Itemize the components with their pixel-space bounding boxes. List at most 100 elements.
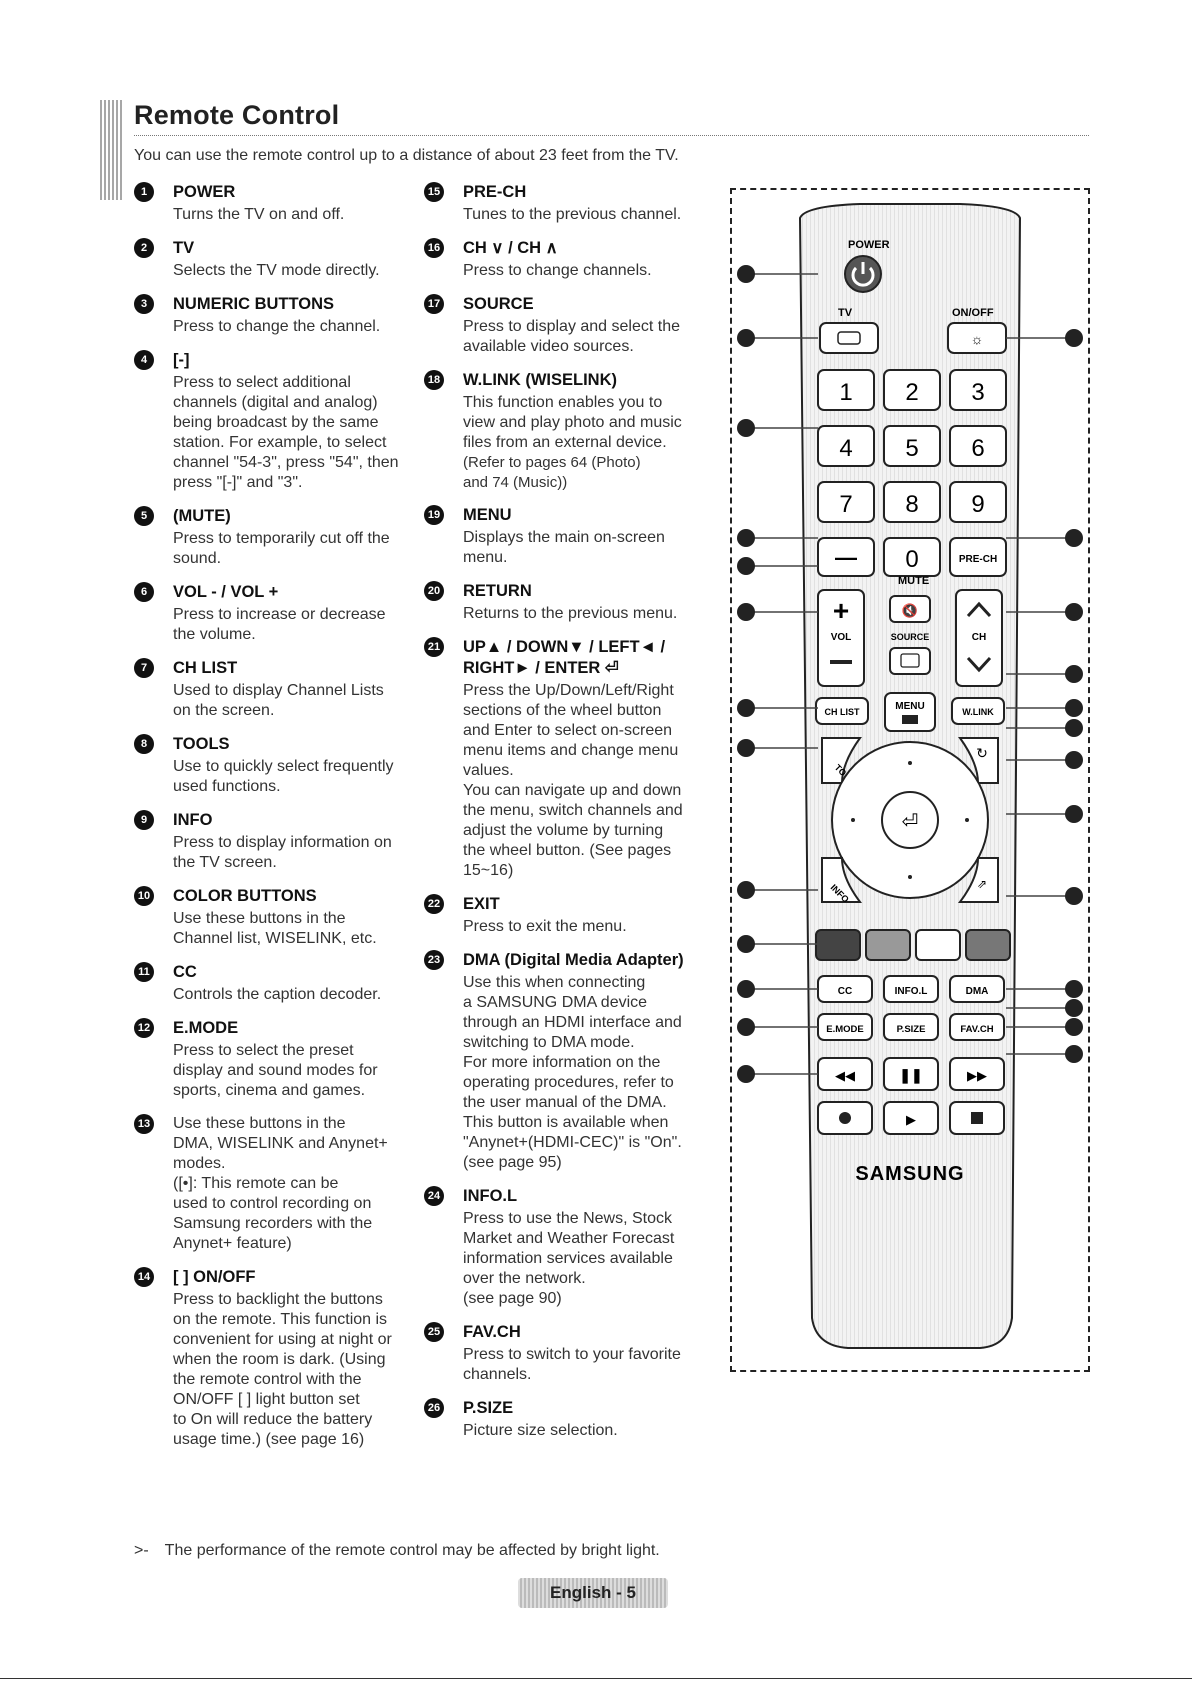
item-number-badge: 14 bbox=[134, 1267, 154, 1287]
item-heading: MENU bbox=[463, 506, 512, 524]
callout-marker-25 bbox=[1065, 1018, 1083, 1036]
digit-button-8[interactable] bbox=[883, 481, 941, 523]
item-13: 13 Use these buttons in the DMA, WISELINK… bbox=[134, 1114, 404, 1254]
ch-up-icon bbox=[966, 601, 992, 618]
item-24: 24 INFO.L Press to use the News, Stock Mar… bbox=[424, 1186, 714, 1309]
item-heading: UP▲ / DOWN▼ / LEFT◄ / RIGHT► / ENTER ⏎ bbox=[463, 638, 666, 677]
item-heading: FAV.CH bbox=[463, 1323, 521, 1341]
emode-label: E.MODE bbox=[826, 1024, 863, 1035]
item-heading: [-] bbox=[173, 351, 190, 369]
item-number-badge: 22 bbox=[424, 894, 444, 914]
digit-button-4[interactable] bbox=[817, 425, 875, 467]
item-heading: (MUTE) bbox=[173, 507, 231, 525]
callout-marker-8 bbox=[737, 739, 755, 757]
item-heading: EXIT bbox=[463, 895, 500, 913]
item-number-badge: 15 bbox=[424, 182, 444, 202]
digit-label: 5 bbox=[905, 435, 918, 462]
item-number-badge: 8 bbox=[134, 734, 154, 754]
chlist-label: CH LIST bbox=[825, 707, 861, 717]
item-reference: (Refer to pages 64 (Photo) and 74 (Music… bbox=[463, 454, 641, 491]
record-icon bbox=[839, 1112, 851, 1124]
item-heading: TOOLS bbox=[173, 735, 230, 753]
item-heading: W.LINK (WISELINK) bbox=[463, 371, 617, 389]
digit-label: 9 bbox=[971, 491, 984, 518]
callout-marker-21 bbox=[1065, 805, 1083, 823]
item-number-badge: 25 bbox=[424, 1322, 444, 1342]
infol-button bbox=[883, 975, 939, 1003]
callout-marker-22 bbox=[1065, 887, 1083, 905]
callout-marker-3 bbox=[737, 419, 755, 437]
remote-illustration-frame bbox=[730, 188, 1090, 1372]
vol-plus-icon: + bbox=[833, 595, 849, 626]
dma-label: DMA bbox=[966, 986, 989, 997]
dash-button bbox=[817, 537, 875, 577]
digit-button-1[interactable] bbox=[817, 369, 875, 411]
callout-marker-11 bbox=[737, 980, 755, 998]
item-number-badge: 21 bbox=[424, 637, 444, 657]
item-description: Press to backlight the buttons on the re… bbox=[173, 1291, 392, 1448]
item-description: Displays the main on-screen menu. bbox=[463, 529, 665, 566]
item-description: Press to increase or decrease the volume… bbox=[173, 606, 386, 643]
item-number-badge: 24 bbox=[424, 1186, 444, 1206]
item-description: Press to display information on the TV s… bbox=[173, 834, 392, 871]
title-rule bbox=[134, 135, 1089, 136]
mute-label: MUTE bbox=[898, 575, 929, 587]
vol-minus-icon bbox=[830, 660, 852, 664]
item-heading: E.MODE bbox=[173, 1019, 239, 1037]
cc-label: CC bbox=[838, 986, 852, 997]
item-number-badge: 20 bbox=[424, 581, 444, 601]
callout-marker-17 bbox=[1065, 665, 1083, 683]
color-button-red bbox=[815, 929, 861, 961]
item-heading: VOL - / VOL + bbox=[173, 583, 279, 601]
favch-button bbox=[949, 1013, 1005, 1041]
item-description: Press to use the News, Stock Market and … bbox=[463, 1210, 675, 1307]
brand-logo: SAMSUNG bbox=[855, 1163, 964, 1185]
item-number-badge: 9 bbox=[134, 810, 154, 830]
menu-button bbox=[884, 692, 936, 732]
item-number-badge: 13 bbox=[134, 1114, 154, 1134]
digit-button-3[interactable] bbox=[949, 369, 1007, 411]
color-button-yellow bbox=[915, 929, 961, 961]
return-icon: ↻ bbox=[976, 745, 988, 761]
wlink-button bbox=[951, 697, 1005, 725]
item-description: Use these buttons in the DMA, WISELINK a… bbox=[173, 1115, 388, 1252]
digit-button-5[interactable] bbox=[883, 425, 941, 467]
dma-button bbox=[949, 975, 1005, 1003]
item-description: This function enables you to view and pl… bbox=[463, 394, 682, 451]
source-label: SOURCE bbox=[891, 632, 930, 642]
item-description: Use to quickly select frequently used fu… bbox=[173, 758, 394, 795]
exit-button bbox=[958, 857, 999, 903]
power-symbol bbox=[851, 266, 875, 287]
item-heading: PRE-CH bbox=[463, 183, 527, 201]
item-heading: [ ] ON/OFF bbox=[173, 1268, 256, 1286]
digit-button-6[interactable] bbox=[949, 425, 1007, 467]
power-label: POWER bbox=[848, 239, 890, 251]
item-heading: RETURN bbox=[463, 582, 532, 600]
color-button-blue bbox=[965, 929, 1011, 961]
psize-button bbox=[883, 1013, 939, 1041]
item-number-badge: 10 bbox=[134, 886, 154, 906]
callout-marker-24 bbox=[1065, 999, 1083, 1017]
item-description: Turns the TV on and off. bbox=[173, 206, 345, 223]
item-description: Selects the TV mode directly. bbox=[173, 262, 380, 279]
digit-button-9[interactable] bbox=[949, 481, 1007, 523]
item-heading: INFO.L bbox=[463, 1187, 518, 1205]
digit-label: 2 bbox=[905, 379, 918, 406]
digit-button-2[interactable] bbox=[883, 369, 941, 411]
item-description: Picture size selection. bbox=[463, 1422, 618, 1439]
play-button bbox=[883, 1101, 939, 1135]
item-number-badge: 23 bbox=[424, 950, 444, 970]
item-heading: COLOR BUTTONS bbox=[173, 887, 317, 905]
footnote: >-The performance of the remote control … bbox=[134, 1542, 660, 1560]
onoff-label: ON/OFF bbox=[952, 307, 994, 319]
digit-button-7[interactable] bbox=[817, 481, 875, 523]
